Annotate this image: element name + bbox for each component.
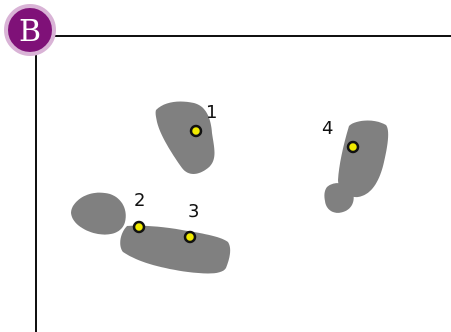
label-4: 4 bbox=[322, 118, 333, 139]
label-3: 3 bbox=[188, 201, 199, 222]
shape-2-blob bbox=[71, 193, 126, 235]
panel-badge-letter: B bbox=[19, 14, 41, 49]
marker-2 bbox=[134, 222, 144, 232]
shape-4-blob bbox=[324, 183, 353, 213]
marker-1 bbox=[191, 126, 201, 136]
panel-badge: B bbox=[6, 6, 54, 54]
label-1: 1 bbox=[206, 102, 217, 123]
marker-3 bbox=[185, 232, 195, 242]
marker-4 bbox=[348, 142, 358, 152]
label-2: 2 bbox=[134, 190, 145, 211]
